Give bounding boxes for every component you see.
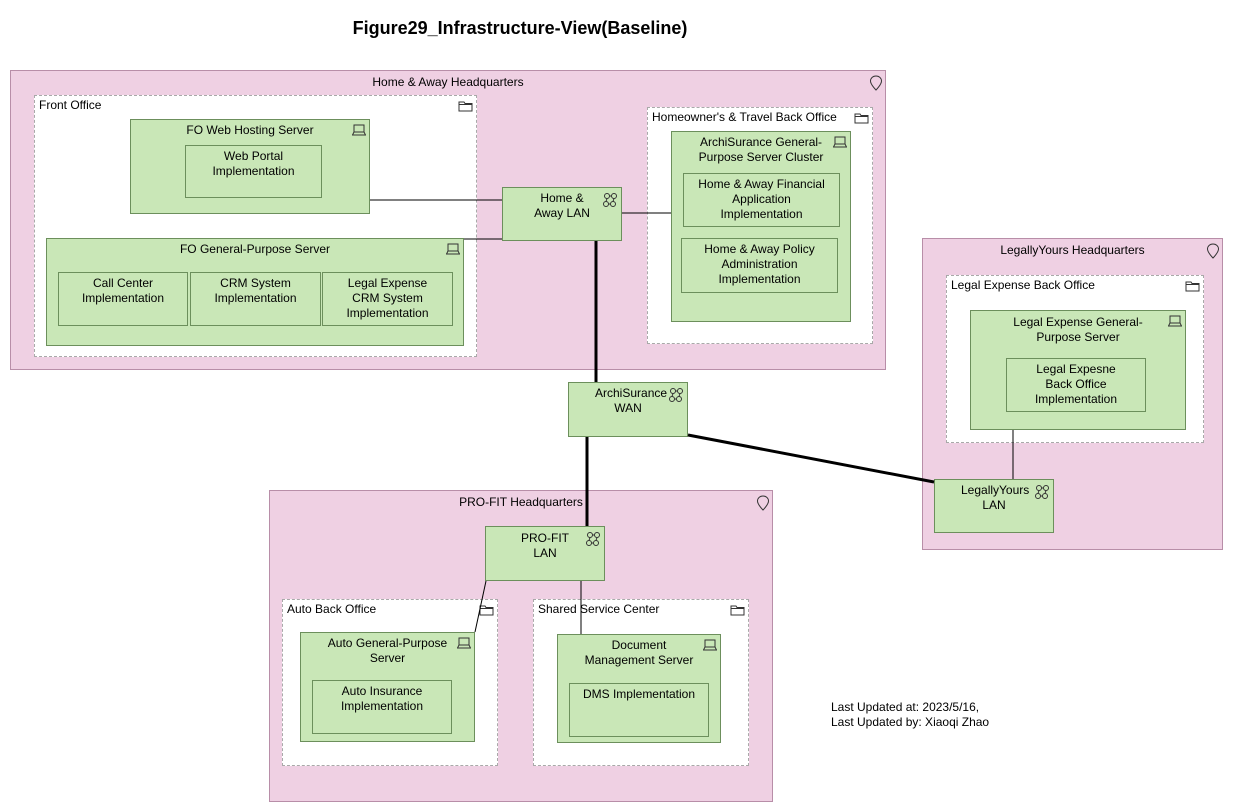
artifact-auto-insurance[interactable]: Auto Insurance Implementation: [312, 680, 452, 734]
grouping-label: Auto Back Office: [287, 602, 377, 616]
artifact-crm-system[interactable]: CRM System Implementation: [190, 272, 321, 326]
device-icon: [1168, 315, 1182, 327]
network-icon: [603, 193, 617, 207]
network-legally-yours-lan[interactable]: LegallyYours LAN: [934, 479, 1054, 533]
network-profit-lan[interactable]: PRO-FIT LAN: [485, 526, 605, 581]
node-label: Legal Expense General-Purpose Server: [1013, 315, 1143, 344]
node-label: FO General-Purpose Server: [179, 242, 331, 256]
network-icon: [669, 388, 683, 402]
artifact-legal-crm-system[interactable]: Legal Expense CRM System Implementation: [322, 272, 453, 326]
location-label: LegallyYours Headquarters: [1000, 243, 1145, 257]
network-label: Home & Away LAN: [534, 191, 590, 220]
artifact-label: Home & Away Financial Application Implem…: [698, 177, 825, 221]
device-icon: [703, 639, 717, 651]
network-icon: [586, 532, 600, 546]
location-pin-icon: [1206, 243, 1220, 259]
artifact-financial-application[interactable]: Home & Away Financial Application Implem…: [683, 173, 840, 227]
updated-at: Last Updated at: 2023/5/16,: [831, 700, 980, 714]
network-label: PRO-FIT LAN: [521, 531, 569, 560]
grouping-label: Shared Service Center: [538, 602, 660, 616]
artifact-policy-administration[interactable]: Home & Away Policy Administration Implem…: [681, 238, 838, 293]
artifact-legal-back-office[interactable]: Legal Expesne Back Office Implementation: [1006, 358, 1146, 412]
grouping-label: Legal Expense Back Office: [951, 278, 1095, 292]
network-home-away-lan[interactable]: Home & Away LAN: [502, 187, 622, 241]
device-icon: [352, 124, 366, 136]
network-archisurance-wan[interactable]: ArchiSurance WAN: [568, 382, 688, 437]
node-label: FO Web Hosting Server: [186, 123, 314, 137]
artifact-web-portal[interactable]: Web Portal Implementation: [185, 145, 322, 198]
artifact-label: Web Portal Implementation: [212, 149, 295, 178]
diagram-title: Figure29_Infrastructure-View(Baseline): [352, 18, 688, 38]
grouping-label: Homeowner's & Travel Back Office: [652, 110, 837, 124]
location-pin-icon: [869, 75, 883, 91]
update-info: Last Updated at: 2023/5/16, Last Updated…: [831, 700, 989, 730]
grouping-label: Front Office: [39, 98, 102, 112]
artifact-label: Auto Insurance Implementation: [340, 684, 424, 713]
device-icon: [446, 243, 460, 255]
link-wan-legally-yours-lan: [687, 433, 935, 484]
folder-icon: [1185, 281, 1200, 292]
location-label: PRO-FIT Headquarters: [459, 495, 583, 509]
folder-icon: [854, 113, 869, 124]
folder-icon: [458, 101, 473, 112]
location-label: Home & Away Headquarters: [372, 75, 524, 89]
artifact-label: Call Center Implementation: [81, 276, 165, 305]
folder-icon: [479, 605, 494, 616]
location-pin-icon: [756, 495, 770, 511]
device-icon: [833, 136, 847, 148]
artifact-label: Legal Expesne Back Office Implementation: [1034, 362, 1118, 406]
node-label: Auto General-Purpose Server: [327, 636, 448, 665]
network-label: LegallyYours LAN: [961, 483, 1030, 512]
artifact-dms[interactable]: DMS Implementation: [569, 683, 709, 737]
network-icon: [1035, 485, 1049, 499]
node-label: ArchiSurance General-Purpose Server Clus…: [698, 135, 824, 164]
device-icon: [457, 637, 471, 649]
updated-by: Last Updated by: Xiaoqi Zhao: [831, 715, 990, 729]
folder-icon: [730, 605, 745, 616]
artifact-label: DMS Implementation: [582, 687, 696, 701]
artifact-label: CRM System Implementation: [214, 276, 297, 305]
artifact-label: Home & Away Policy Administration Implem…: [704, 242, 815, 286]
network-label: ArchiSurance WAN: [595, 386, 668, 415]
node-label: Document Management Server: [584, 638, 694, 667]
artifact-call-center[interactable]: Call Center Implementation: [58, 272, 188, 326]
artifact-label: Legal Expense CRM System Implementation: [346, 276, 429, 320]
